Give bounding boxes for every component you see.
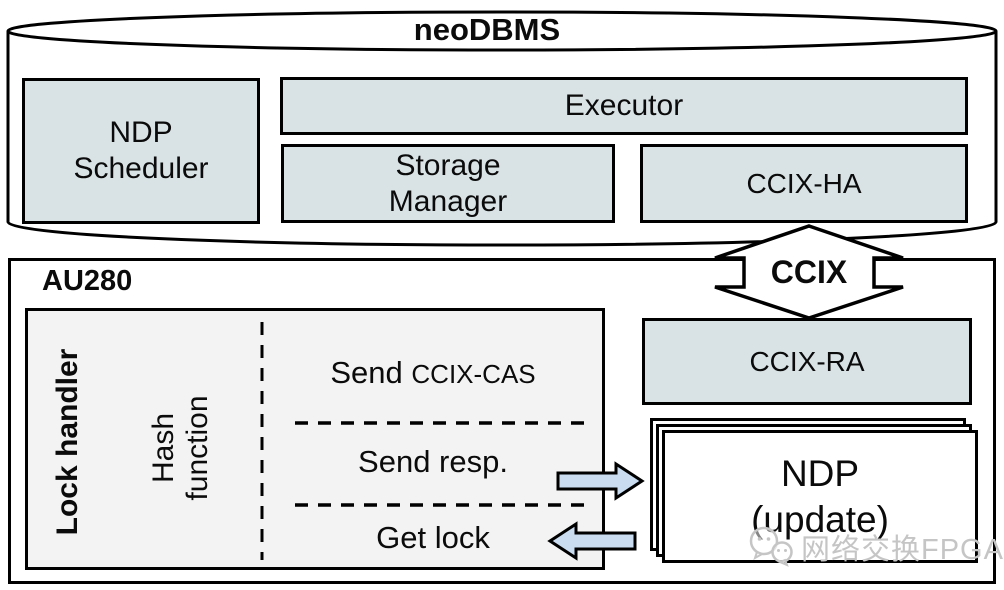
ndp-scheduler-label: NDP Scheduler <box>73 116 209 185</box>
watermark: 网络交换FPGA <box>745 524 1004 570</box>
ccix-ra-label: CCIX-RA <box>749 345 865 377</box>
executor-box: Executor <box>280 77 968 135</box>
storage-manager-label: Storage Manager <box>388 148 508 218</box>
au280-title: AU280 <box>42 265 133 297</box>
ccix-ha-label: CCIX-HA <box>746 167 862 199</box>
hash-function-label: Hash function <box>147 395 214 501</box>
ccix-ha-box: CCIX-HA <box>640 144 968 223</box>
lock-handler-box <box>25 308 605 570</box>
wechat-icon <box>749 526 793 567</box>
ndp-update-box: NDP (update) <box>662 430 978 563</box>
watermark-text: 网络交换FPGA <box>801 534 1004 566</box>
ccix-link-label: CCIX <box>770 254 848 290</box>
neodbms-title: neoDBMS <box>413 12 561 47</box>
ndp-update-label: NDP (update) <box>751 452 889 540</box>
ndp-scheduler-box: NDP Scheduler <box>22 78 260 224</box>
step-send-ccix-cas: Send CCIX-CAS <box>330 355 536 390</box>
ccix-ra-box: CCIX-RA <box>642 318 972 405</box>
step-send-resp: Send resp. <box>358 444 508 479</box>
step-get-lock: Get lock <box>376 520 490 555</box>
executor-label: Executor <box>564 89 684 122</box>
lock-handler-title: Lock handler <box>51 348 84 536</box>
storage-manager-box: Storage Manager <box>281 144 615 223</box>
